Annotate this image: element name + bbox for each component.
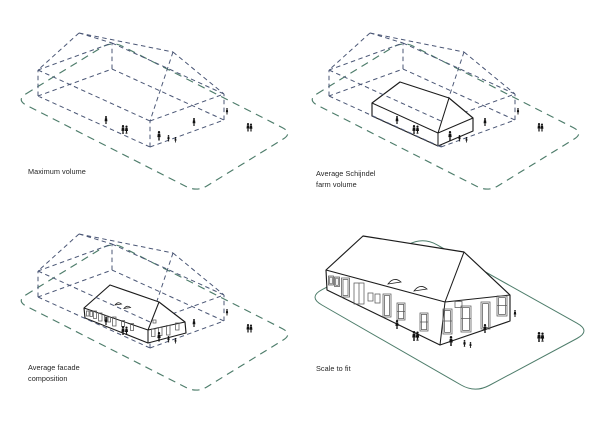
panel-average-farm-volume: Average Schijndel farm volume bbox=[305, 0, 610, 216]
facade-composition-drawing bbox=[20, 233, 289, 391]
person-icon bbox=[516, 108, 520, 115]
panel-label-line: Scale to fit bbox=[316, 364, 351, 373]
person-icon bbox=[192, 319, 196, 327]
panel-label-line: Average Schijndel bbox=[316, 169, 376, 178]
person-icon bbox=[225, 108, 229, 115]
panel-label: Average facade composition bbox=[28, 362, 80, 384]
house-silhouette bbox=[371, 81, 474, 147]
panel-average-facade-composition: Average facade composition bbox=[0, 215, 305, 431]
person-icon bbox=[449, 336, 453, 346]
person-icon bbox=[192, 118, 196, 126]
eyebrow-dormer-icon bbox=[387, 279, 402, 285]
max-volume-wireframe bbox=[37, 32, 226, 148]
site-outline bbox=[20, 244, 289, 391]
eyebrow-dormer-icon bbox=[114, 302, 123, 306]
house-edges bbox=[325, 251, 511, 346]
people-icons bbox=[104, 108, 253, 143]
roof-dormers bbox=[114, 302, 132, 310]
person-icon bbox=[157, 131, 161, 141]
person-icon bbox=[483, 118, 487, 126]
scaled-house bbox=[325, 235, 511, 346]
max-volume-wireframe bbox=[328, 32, 517, 148]
house-edges bbox=[371, 97, 474, 146]
person-icon bbox=[395, 320, 399, 329]
person-icon bbox=[104, 116, 108, 124]
panel-label: Average Schijndel farm volume bbox=[316, 168, 376, 190]
person-icon bbox=[225, 309, 229, 316]
facade-house bbox=[83, 284, 187, 344]
site-outline bbox=[311, 43, 580, 190]
site-outline bbox=[314, 240, 585, 390]
eyebrow-dormer-icon bbox=[413, 286, 428, 292]
eyebrow-dormer-icon bbox=[123, 305, 132, 310]
facade-openings bbox=[328, 275, 508, 335]
panel-label-line: Maximum volume bbox=[28, 167, 86, 176]
people-pair-icon bbox=[246, 324, 253, 333]
people-pair-icon bbox=[246, 123, 253, 132]
house-silhouette bbox=[83, 284, 187, 344]
panel-label: Maximum volume bbox=[28, 166, 86, 177]
maximum-volume-drawing bbox=[20, 32, 289, 190]
person-icon bbox=[463, 340, 466, 347]
panel-label-line: composition bbox=[28, 374, 68, 383]
farm-volume-house bbox=[371, 81, 474, 147]
person-icon bbox=[174, 137, 177, 143]
max-volume-wireframe bbox=[37, 233, 226, 349]
people-pair-icon bbox=[537, 332, 545, 342]
person-icon bbox=[174, 338, 177, 344]
farm-volume-drawing bbox=[311, 32, 580, 190]
panel-label: Scale to fit bbox=[316, 363, 351, 374]
people-pair-icon bbox=[537, 123, 544, 132]
roof-dormers bbox=[387, 279, 428, 292]
site-outline bbox=[20, 43, 289, 190]
panel-label-line: Average facade bbox=[28, 363, 80, 372]
person-icon bbox=[513, 310, 517, 317]
people-pair-icon bbox=[121, 125, 128, 134]
panel-scale-to-fit: Scale to fit bbox=[305, 215, 610, 431]
person-icon bbox=[469, 342, 472, 348]
panel-maximum-volume: Maximum volume bbox=[0, 0, 305, 216]
scale-to-fit-drawing bbox=[314, 235, 585, 390]
person-icon bbox=[465, 137, 468, 143]
panel-label-line: farm volume bbox=[316, 180, 357, 189]
facade-openings bbox=[86, 310, 180, 337]
person-icon bbox=[483, 324, 487, 333]
